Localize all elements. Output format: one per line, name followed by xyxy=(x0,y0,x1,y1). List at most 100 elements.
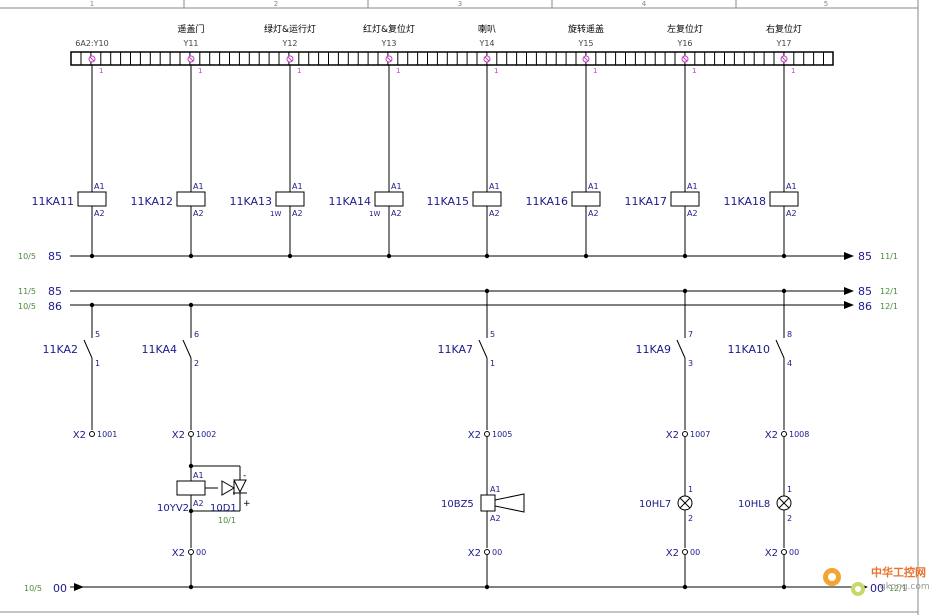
pin-number: 1 xyxy=(494,67,498,75)
lamp-10HL8-t2: 2 xyxy=(787,514,792,523)
bus-00-right-ref: 12/1 xyxy=(889,584,907,593)
lamp-10HL7-t1: 1 xyxy=(688,485,693,494)
bus-85-b-right-label: 85 xyxy=(858,285,872,298)
coil-a1: A1 xyxy=(193,182,204,191)
bus-85-b-right-ref: 12/1 xyxy=(880,287,898,296)
plc-output-strip xyxy=(70,51,834,66)
coil-a2: A2 xyxy=(94,209,105,218)
contact-name: 11KA10 xyxy=(727,343,770,356)
coil-name: 11KA17 xyxy=(624,195,667,208)
diode-name: 10D1 xyxy=(210,503,237,514)
bus-00-left-ref: 10/5 xyxy=(24,584,42,593)
output-address: 6A2:Y10 xyxy=(75,39,108,48)
output-address: Y12 xyxy=(281,39,297,48)
coil-a2: A2 xyxy=(687,209,698,218)
watermark-url: gkong.com xyxy=(880,582,930,592)
contact-top-pin: 7 xyxy=(688,330,693,339)
relay-contact xyxy=(83,339,93,359)
watermark-brand: 中华工控网 xyxy=(871,565,926,579)
terminal-number: 00 xyxy=(196,548,206,557)
coil-a2: A2 xyxy=(193,209,204,218)
lamp-10HL7: 1 2 10HL7 xyxy=(639,485,693,523)
title-frame: 1 2 3 4 5 xyxy=(0,0,919,615)
pin-number: 1 xyxy=(396,67,400,75)
output-address: Y11 xyxy=(182,39,198,48)
relay-coil xyxy=(472,191,502,207)
contact-top-pin: 6 xyxy=(194,330,199,339)
coil-a2: A2 xyxy=(391,209,402,218)
output-label: 绿灯&运行灯 xyxy=(264,23,316,35)
contact-top-pin: 5 xyxy=(490,330,495,339)
coil-a2: A2 xyxy=(588,209,599,218)
contact-name: 11KA4 xyxy=(141,343,177,356)
bus-85-a-right-ref: 11/1 xyxy=(880,252,898,261)
terminal-block: X2 xyxy=(468,548,481,559)
terminal-number: 00 xyxy=(690,548,700,557)
relay-coil xyxy=(176,191,206,207)
diode-minus: - xyxy=(243,471,246,481)
contact-bottom-pin: 1 xyxy=(490,359,495,368)
terminal-block: X2 xyxy=(765,548,778,559)
ruler-2: 2 xyxy=(274,0,278,8)
diode-plus: + xyxy=(243,499,251,509)
relay-coil xyxy=(374,191,404,207)
bus-85-b: 11/5 85 85 12/1 xyxy=(18,285,898,298)
diode-10D1: - + 10D1 10/1 xyxy=(210,471,251,525)
contact-bottom-pin: 4 xyxy=(787,359,792,368)
relay-contact xyxy=(478,339,488,359)
terminal-point xyxy=(188,549,194,555)
coil-name: 11KA15 xyxy=(426,195,469,208)
lamp-10HL8-name: 10HL8 xyxy=(738,499,770,510)
buzzer-a1: A1 xyxy=(490,485,501,494)
relay-coil xyxy=(769,191,799,207)
relay-coil xyxy=(571,191,601,207)
bus-86-left-ref: 10/5 xyxy=(18,302,36,311)
contact-name: 11KA2 xyxy=(42,343,78,356)
bus-junction xyxy=(781,584,787,590)
terminal-point xyxy=(89,431,95,437)
watermark-logo: 中华工控网 gkong.com xyxy=(823,565,930,596)
pin-number: 1 xyxy=(198,67,202,75)
solenoid-a2: A2 xyxy=(193,499,204,508)
solenoid-name: 10YV2 xyxy=(157,503,189,514)
terminal-point xyxy=(484,431,490,437)
ruler-4: 4 xyxy=(642,0,647,8)
coil-a1: A1 xyxy=(94,182,105,191)
lamp-10HL7-name: 10HL7 xyxy=(639,499,671,510)
pin-number: 1 xyxy=(297,67,301,75)
output-address: Y17 xyxy=(775,39,791,48)
lamp-10HL8: 1 2 10HL8 xyxy=(738,485,792,523)
terminal-block: X2 xyxy=(172,430,185,441)
coil-name: 11KA12 xyxy=(130,195,173,208)
bus-86-right-ref: 12/1 xyxy=(880,302,898,311)
coil-a1: A1 xyxy=(391,182,402,191)
relay-coil xyxy=(77,191,107,207)
bus-junction xyxy=(188,584,194,590)
ruler-3: 3 xyxy=(458,0,462,8)
terminal-point xyxy=(682,431,688,437)
terminal-point xyxy=(781,431,787,437)
terminal-number: 1001 xyxy=(97,430,117,439)
pin-number: 1 xyxy=(791,67,795,75)
bus-85-a-right-label: 85 xyxy=(858,250,872,263)
terminal-point xyxy=(188,431,194,437)
pin-number: 1 xyxy=(99,67,103,75)
pin-number: 1 xyxy=(692,67,696,75)
bus-85-a: 10/5 85 85 11/1 xyxy=(18,250,898,263)
bus-00: 10/5 00 00 12/1 xyxy=(24,582,907,595)
terminal-number: 00 xyxy=(789,548,799,557)
bus-86-right-label: 86 xyxy=(858,300,872,313)
relay-coil xyxy=(670,191,700,207)
output-label: 右复位灯 xyxy=(766,23,802,35)
terminal-point xyxy=(781,549,787,555)
bus-85-a-left-label: 85 xyxy=(48,250,62,263)
output-label: 红灯&复位灯 xyxy=(363,23,415,35)
